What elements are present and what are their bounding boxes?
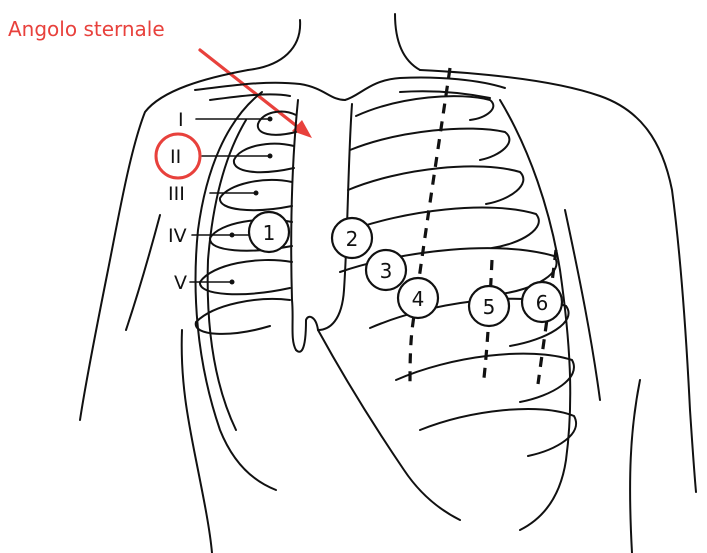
rib-left-1 [258,112,296,135]
lead-4: 4 [398,278,438,318]
lead-3: 3 [366,250,406,290]
rib-label-III: III [168,183,185,205]
diagram-title: Angolo sternale [8,17,165,41]
rib-label-I: I [178,109,184,131]
rib-right-3 [348,166,523,204]
lead-2: 2 [332,218,372,258]
rib-label-IV: IV [168,225,187,247]
lead-2-label: 2 [346,227,359,251]
neck-left [248,20,300,70]
lead-electrodes: 1 2 3 4 5 6 [249,212,562,326]
rib-left-5 [200,260,292,294]
waist-left [182,330,212,553]
neck-right [395,14,420,70]
midclavicular-line [410,68,450,384]
lead-5-label: 5 [483,295,496,319]
costal-margin-right [318,330,460,520]
ribs-left [196,92,296,490]
rib-right-4 [346,208,539,248]
lead-1-label: 1 [263,221,276,245]
clavicle-left [195,83,345,100]
rib-label-II: II [170,146,181,168]
lead-6: 6 [522,282,562,322]
shoulder-left [80,70,248,420]
rib-label-V: V [174,272,187,294]
rib-right-1 [356,96,493,120]
sternum-right-edge [318,104,352,330]
sternum-left-edge [291,100,298,350]
lead-3-label: 3 [380,259,393,283]
armpit-left [126,215,160,330]
rib-left-2 [234,144,294,172]
reference-lines [410,68,556,384]
waist-right [630,380,640,553]
lead-5: 5 [469,286,509,326]
shoulder-right [420,70,696,492]
rib-right-2 [350,129,509,160]
lead-6-label: 6 [536,291,549,315]
lead-4-label: 4 [412,287,425,311]
lead-1: 1 [249,212,289,252]
clavicle-left-lower [210,94,290,100]
xiphoid [296,317,318,352]
rib-right-8 [420,409,576,456]
